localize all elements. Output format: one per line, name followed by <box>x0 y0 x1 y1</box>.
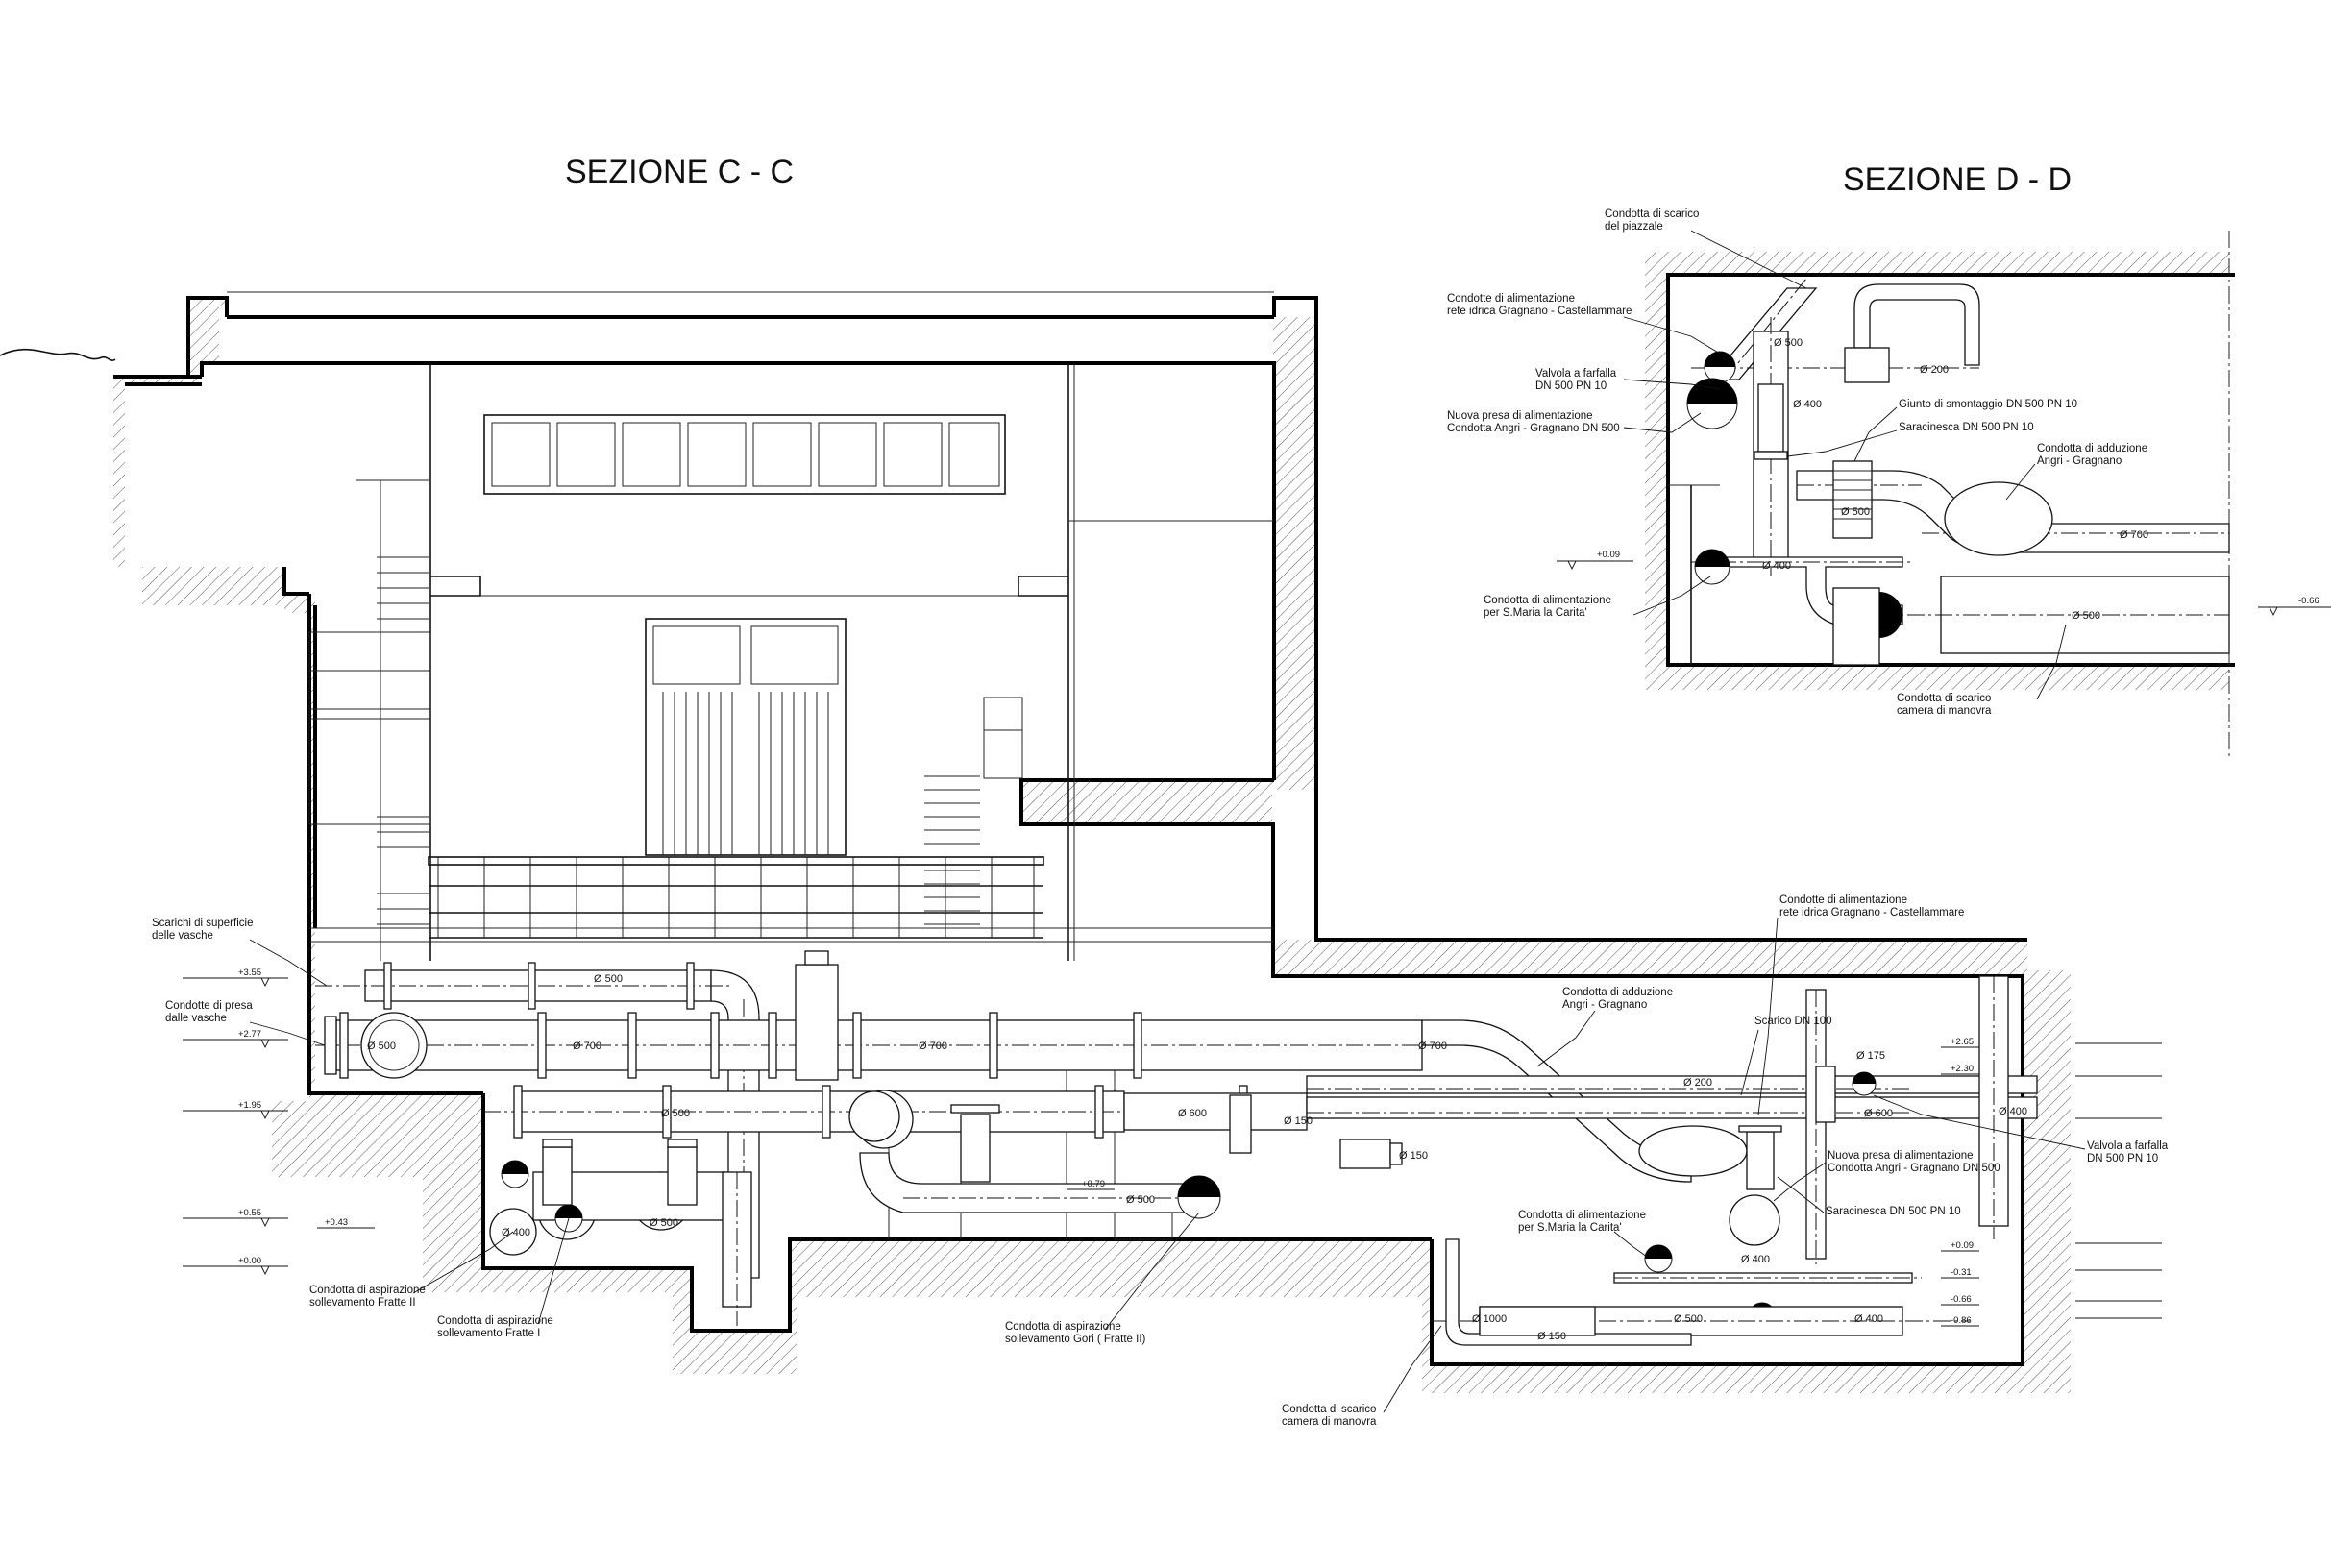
label-camera: Condotta di scarico <box>1282 1404 1376 1415</box>
d-dia-400-v: Ø 400 <box>1793 399 1822 410</box>
d-label-rete-2: rete idrica Gragnano - Castellammare <box>1447 306 1632 317</box>
dia-150-v: Ø 150 <box>1284 1115 1313 1127</box>
dia-700-b: Ø 700 <box>919 1041 947 1052</box>
dia-200: Ø 200 <box>1683 1077 1712 1089</box>
label-rete: Condotte di alimentazione <box>1779 894 1907 906</box>
label-nuova-presa-2: Condotta Angri - Gragnano DN 500 <box>1828 1163 2000 1174</box>
d-dia-200: Ø 200 <box>1920 364 1949 376</box>
label-nuova-presa: Nuova presa di alimentazione <box>1828 1150 1974 1162</box>
section-c-elevations: +3.55 +2.77 +1.95 +0.55 +0.43 +0.00 +0.7… <box>183 968 1115 1276</box>
elev-r-066: -0.66 <box>1951 1294 1972 1305</box>
section-c-elevations-right: +2.65 +2.30 +0.09 -0.31 -0.66 -0.86 <box>1941 1037 2162 1327</box>
d-label-nuova-2: Condotta Angri - Gragnano DN 500 <box>1447 423 1620 434</box>
label-gori: Condotta di aspirazione <box>1005 1321 1121 1333</box>
dia-1000: Ø 1000 <box>1472 1313 1507 1325</box>
label-adduzione-2: Angri - Gragnano <box>1562 999 1647 1011</box>
label-presa: Condotte di presa <box>165 1000 253 1012</box>
d-elev-009: +0.09 <box>1597 550 1620 560</box>
d-label-saracinesca: Saracinesca DN 500 PN 10 <box>1899 422 2034 433</box>
dia-700-a: Ø 700 <box>573 1041 601 1052</box>
elev-r-230: +2.30 <box>1951 1064 1974 1074</box>
label-smaria: Condotta di alimentazione <box>1518 1210 1646 1221</box>
elev-r-031: -0.31 <box>1951 1267 1972 1278</box>
label-gori-2: sollevamento Gori ( Fratte II) <box>1005 1334 1146 1345</box>
dia-500-left: Ø 500 <box>367 1041 396 1052</box>
d-dia-500-diag: Ø 500 <box>1774 337 1803 349</box>
d-elev-066: -0.66 <box>2298 596 2319 606</box>
elev-r-009: +0.09 <box>1951 1240 1974 1251</box>
dia-500-l2: Ø 500 <box>650 1217 678 1229</box>
label-fratte2: Condotta di aspirazione <box>309 1285 426 1296</box>
d-label-adduzione: Condotta di adduzione <box>2037 443 2147 454</box>
dia-700-c: Ø 700 <box>1418 1041 1447 1052</box>
dia-400-b: Ø 400 <box>1854 1313 1883 1325</box>
d-label-valvola-2: DN 500 PN 10 <box>1535 380 1607 392</box>
terrain-line <box>0 348 116 361</box>
label-scarichi-2: delle vasche <box>152 930 213 942</box>
elev-000: +0.00 <box>238 1256 261 1266</box>
dia-400-r: Ø 400 <box>1741 1254 1770 1265</box>
label-fratte1: Condotta di aspirazione <box>437 1315 553 1327</box>
dia-600-a: Ø 600 <box>1178 1108 1207 1119</box>
section-c-diameters: Ø 500 Ø 500 Ø 700 Ø 700 Ø 700 Ø 500 Ø 60… <box>367 973 2027 1342</box>
d-label-piazzale: Condotta di scarico <box>1605 208 1699 220</box>
label-scarichi: Scarichi di superficie <box>152 918 253 929</box>
label-valvola: Valvola a farfalla <box>2087 1140 2169 1152</box>
dia-500-mid: Ø 500 <box>661 1108 690 1119</box>
d-dia-700: Ø 700 <box>2120 529 2148 541</box>
section-d-pipes <box>1686 278 2230 666</box>
d-label-camera-2: camera di manovra <box>1897 705 1992 717</box>
dia-500-gori: Ø 500 <box>1126 1194 1155 1206</box>
elev-079: +0.79 <box>1082 1179 1105 1189</box>
dia-150-m: Ø 150 <box>1399 1150 1428 1162</box>
label-scarico-dn100: Scarico DN 100 <box>1754 1016 1832 1027</box>
elev-043: +0.43 <box>325 1217 348 1228</box>
d-label-giunto: Giunto di smontaggio DN 500 PN 10 <box>1899 399 2077 410</box>
elev-055: +0.55 <box>238 1208 261 1218</box>
d-label-smaria: Condotta di alimentazione <box>1484 595 1611 606</box>
section-d-title: SEZIONE D - D <box>1843 161 2072 198</box>
dia-600-r: Ø 600 <box>1864 1108 1893 1119</box>
section-d-annotations: +0.09 -0.66 Ø 500 Ø 200 Ø 400 Ø 500 Ø 70… <box>1557 337 2331 622</box>
section-d-labels: Condotta di scarico del piazzale Condott… <box>1447 208 2147 717</box>
dia-175: Ø 175 <box>1856 1050 1885 1062</box>
elev-277: +2.77 <box>238 1029 261 1040</box>
dia-400-v: Ø 400 <box>1999 1106 2027 1117</box>
label-saracinesca: Saracinesca DN 500 PN 10 <box>1826 1206 1961 1217</box>
dia-500-top: Ø 500 <box>594 973 623 985</box>
section-c-title: SEZIONE C - C <box>565 154 794 190</box>
label-fratte2-2: sollevamento Fratte II <box>309 1297 416 1309</box>
d-dia-400: Ø 400 <box>1762 560 1791 572</box>
label-fratte1-2: sollevamento Fratte I <box>437 1328 540 1339</box>
label-adduzione: Condotta di adduzione <box>1562 987 1673 998</box>
d-label-valvola: Valvola a farfalla <box>1535 368 1617 380</box>
label-smaria-2: per S.Maria la Carita' <box>1518 1222 1622 1234</box>
d-label-adduzione-2: Angri - Gragnano <box>2037 455 2122 467</box>
dia-500-b: Ø 500 <box>1674 1313 1703 1325</box>
dia-400-l: Ø 400 <box>502 1227 530 1238</box>
elev-355: +3.55 <box>238 968 261 978</box>
dia-150-b: Ø 150 <box>1537 1331 1566 1342</box>
d-label-camera: Condotta di scarico <box>1897 693 1991 704</box>
d-label-rete: Condotte di alimentazione <box>1447 293 1575 305</box>
d-label-smaria-2: per S.Maria la Carita' <box>1484 607 1587 619</box>
label-camera-2: camera di manovra <box>1282 1416 1377 1428</box>
label-presa-2: dalle vasche <box>165 1013 227 1024</box>
d-dia-500-b: Ø 500 <box>2072 610 2100 622</box>
section-c-pipes <box>315 950 2038 1346</box>
d-label-piazzale-2: del piazzale <box>1605 221 1663 233</box>
elev-r-265: +2.65 <box>1951 1037 1974 1047</box>
label-valvola-2: DN 500 PN 10 <box>2087 1153 2158 1164</box>
section-c-labels: Scarichi di superficie delle vasche Cond… <box>152 894 2169 1428</box>
elev-195: +1.95 <box>238 1100 261 1111</box>
d-label-nuova: Nuova presa di alimentazione <box>1447 410 1593 422</box>
section-c-building <box>308 363 1274 1240</box>
d-dia-500: Ø 500 <box>1841 506 1870 518</box>
label-rete-2: rete idrica Gragnano - Castellammare <box>1779 907 1964 919</box>
elev-r-086: -0.86 <box>1951 1315 1972 1326</box>
